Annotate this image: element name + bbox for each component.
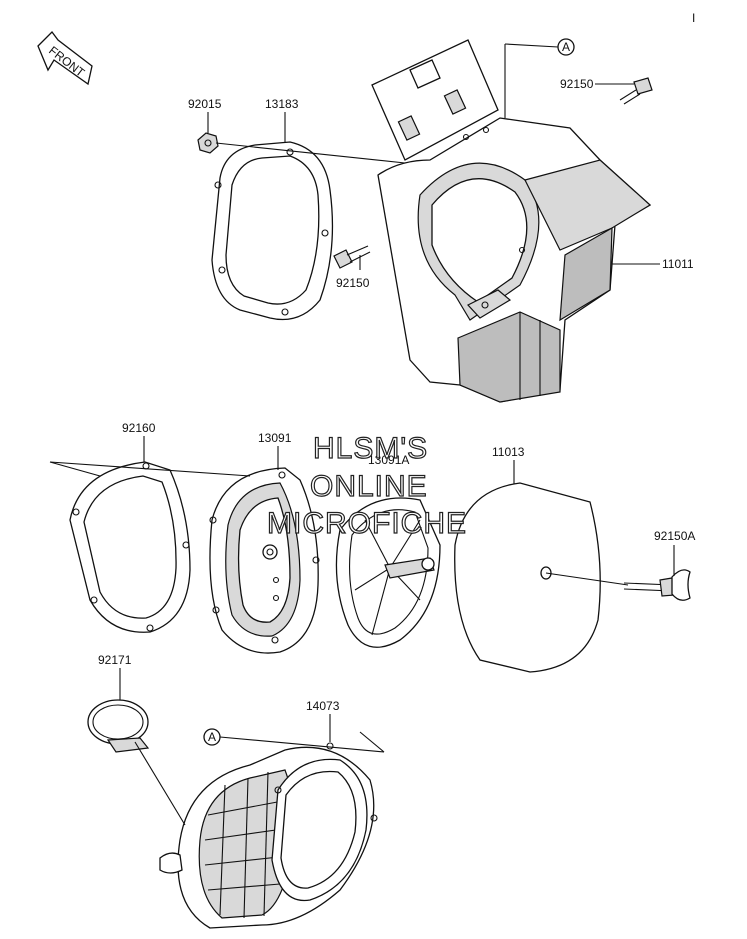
corner-mark: I bbox=[692, 11, 695, 25]
part-label-14073: 14073 bbox=[306, 699, 340, 713]
filter-frame-13091a bbox=[335, 497, 441, 648]
air-cleaner-case-11011 bbox=[371, 39, 652, 403]
filter-holder-13091 bbox=[209, 467, 320, 654]
part-label-92015: 92015 bbox=[188, 97, 222, 111]
watermark: HLSM'S ONLINE MICROFICHE bbox=[266, 431, 467, 540]
part-label-92150a: 92150A bbox=[654, 529, 695, 543]
part-label-11011: 11011 bbox=[662, 257, 694, 271]
part-label-13091a: 13091A bbox=[368, 453, 409, 467]
part-label-92171: 92171 bbox=[98, 653, 132, 667]
part-label-92160: 92160 bbox=[122, 421, 156, 435]
front-arrow-icon: FRONT bbox=[37, 31, 93, 86]
reference-marker-a-bottom: A bbox=[203, 728, 385, 753]
gasket-13183 bbox=[211, 141, 334, 321]
gasket-92160 bbox=[69, 461, 191, 633]
reference-marker-a-top: A bbox=[504, 38, 575, 118]
part-label-13183: 13183 bbox=[265, 97, 299, 111]
watermark-line-3: MICROFICHE bbox=[267, 507, 467, 540]
wing-bolt-92150a bbox=[623, 569, 691, 601]
part-label-92150-top: 92150 bbox=[560, 77, 594, 91]
part-label-13091: 13091 bbox=[258, 431, 292, 445]
reference-marker-a-top-label: A bbox=[562, 40, 570, 54]
watermark-line-1: HLSM'S bbox=[313, 432, 428, 465]
watermark-line-2: ONLINE bbox=[310, 470, 428, 503]
part-label-11013: 11013 bbox=[492, 445, 525, 459]
part-label-92150-mid: 92150 bbox=[336, 276, 370, 290]
nut-92015 bbox=[197, 132, 219, 154]
clamp-92171 bbox=[87, 699, 150, 753]
bolt-92150-top bbox=[619, 77, 653, 105]
filter-element-11013 bbox=[454, 482, 601, 673]
intake-duct-14073 bbox=[159, 742, 378, 929]
reference-marker-a-bottom-label: A bbox=[208, 730, 216, 744]
bolt-92150-mid bbox=[333, 245, 371, 269]
